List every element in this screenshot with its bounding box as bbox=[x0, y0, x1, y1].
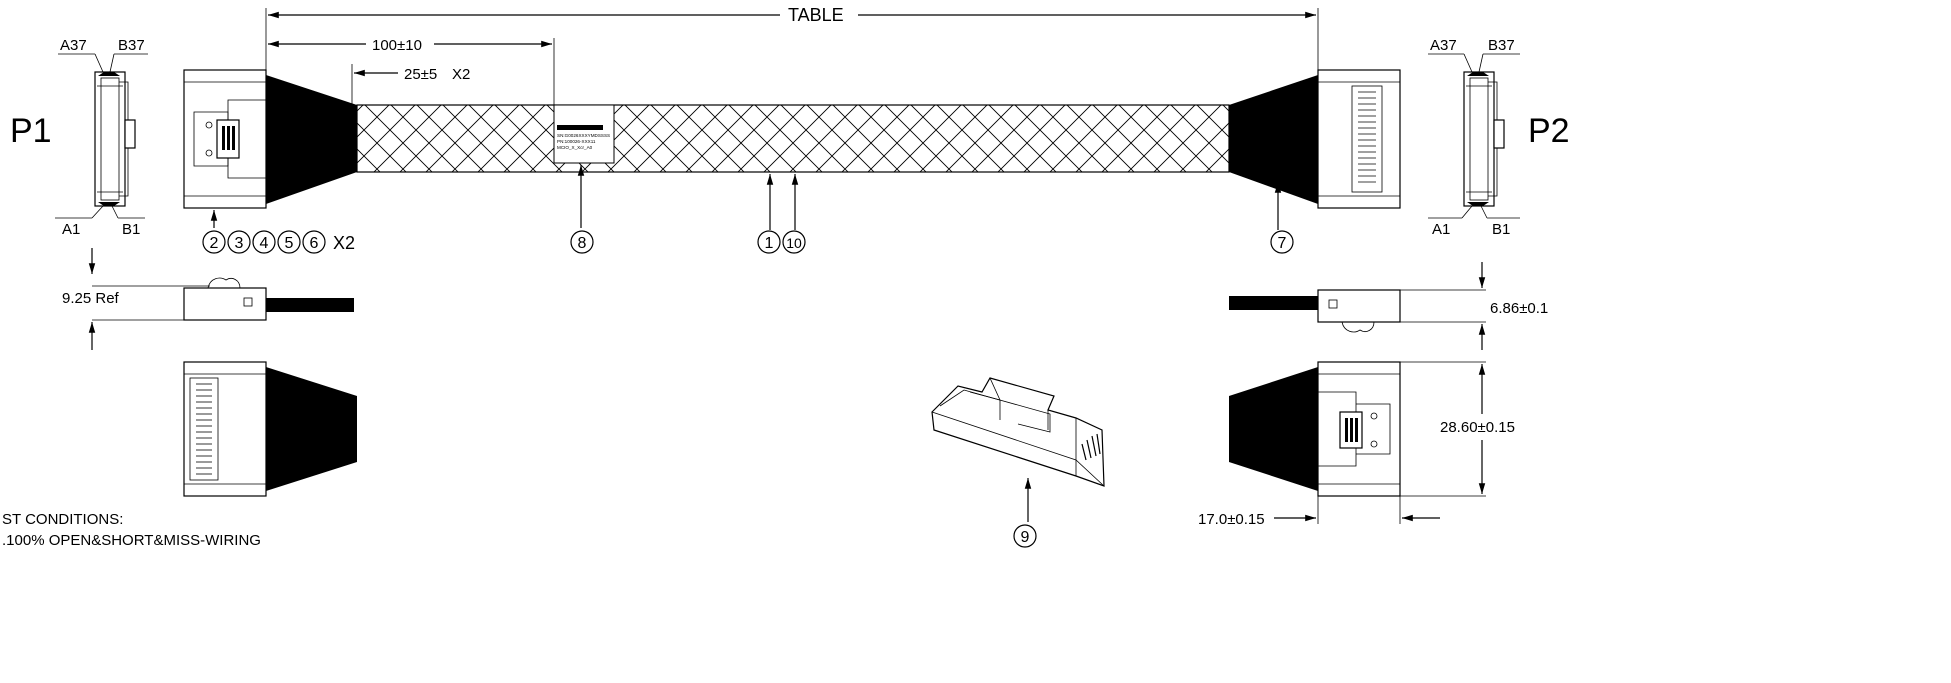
dim-25-line bbox=[351, 64, 398, 105]
p1-connector-top bbox=[183, 69, 267, 209]
dim-2860-label: 28.60±0.15 bbox=[1440, 419, 1515, 436]
p1-side-view bbox=[88, 248, 354, 350]
dim-170-label: 17.0±0.15 bbox=[1198, 511, 1265, 528]
p1-overmold bbox=[266, 75, 357, 204]
callout-7: 7 bbox=[1278, 235, 1287, 252]
tag-serial-text: SN:G0026XXXYMDSSSS bbox=[557, 133, 610, 138]
p2-pin-a37-label: A37 bbox=[1430, 37, 1457, 54]
cable-label-tag bbox=[553, 104, 615, 164]
p2-pin-a1-label: A1 bbox=[1432, 221, 1450, 238]
dim-686-label: 6.86±0.1 bbox=[1490, 300, 1548, 317]
dim-100-label: 100±10 bbox=[372, 37, 422, 54]
p2-side-view bbox=[1229, 262, 1486, 350]
dim-25-label: 25±5 bbox=[404, 66, 437, 83]
callout-6: 6 bbox=[310, 235, 319, 252]
callout-5: 5 bbox=[285, 235, 294, 252]
p1-pin-b1-label: B1 bbox=[122, 221, 140, 238]
dim-925-label: 9.25 Ref bbox=[62, 290, 120, 307]
callout-2: 2 bbox=[210, 235, 219, 252]
callout-1: 1 bbox=[765, 235, 774, 252]
callout-10: 10 bbox=[786, 235, 802, 251]
tag-part-number-text: PN:100026-XXX11 bbox=[557, 139, 596, 144]
tag-model-text: MCIO_X_Xcr_A0 bbox=[557, 145, 593, 150]
callout-leaders bbox=[210, 165, 1282, 230]
callout-3: 3 bbox=[235, 235, 244, 252]
p2-pin-b1-label: B1 bbox=[1492, 221, 1510, 238]
callout-balloons bbox=[202, 230, 1294, 548]
table-dimension bbox=[265, 8, 1319, 72]
callout-x2-label: X2 bbox=[333, 233, 355, 253]
callout-9: 9 bbox=[1021, 529, 1030, 546]
notes-heading: ST CONDITIONS: bbox=[2, 511, 123, 528]
p2-connector-top bbox=[1317, 69, 1401, 209]
p1-pin-a37-label: A37 bbox=[60, 37, 87, 54]
braided-sleeve bbox=[356, 104, 1230, 173]
dim-25-x2-label: X2 bbox=[452, 66, 470, 83]
p1-pin-b37-label: B37 bbox=[118, 37, 145, 54]
p2-overmold bbox=[1229, 75, 1318, 204]
callout-4: 4 bbox=[260, 235, 269, 252]
p2-title: P2 bbox=[1528, 112, 1570, 150]
p1-bottom-view bbox=[183, 361, 357, 497]
notes-test-condition: .100% OPEN&SHORT&MISS-WIRING bbox=[2, 532, 261, 549]
p1-title: P1 bbox=[10, 112, 52, 150]
p1-pin-a1-label: A1 bbox=[62, 221, 80, 238]
p2-bottom-view bbox=[1229, 361, 1486, 524]
isometric-cover bbox=[931, 377, 1105, 522]
p2-pin-b37-label: B37 bbox=[1488, 37, 1515, 54]
callout-8: 8 bbox=[578, 235, 587, 252]
table-dimension-label: TABLE bbox=[788, 5, 844, 25]
dim-100-line bbox=[268, 38, 555, 105]
p2-end-view bbox=[1428, 53, 1520, 219]
p1-end-view bbox=[55, 53, 148, 219]
